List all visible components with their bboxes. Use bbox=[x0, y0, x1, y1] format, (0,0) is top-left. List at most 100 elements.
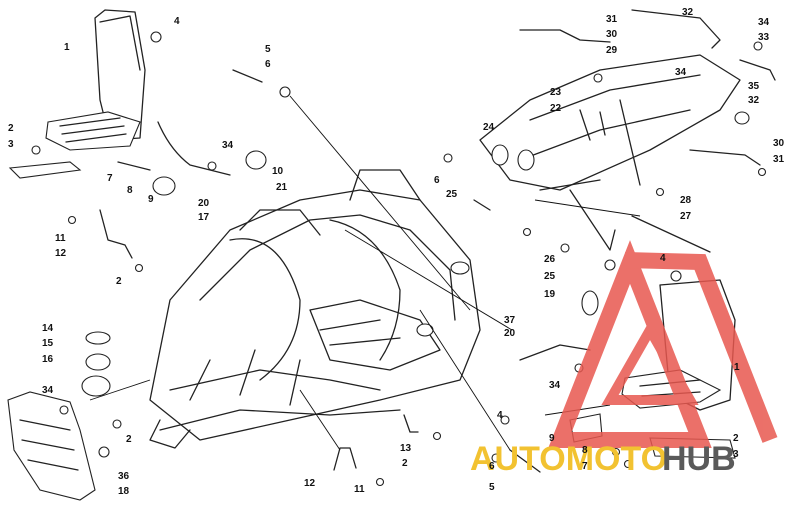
callout-number: 7 bbox=[107, 173, 113, 184]
callout-number: 37 bbox=[504, 315, 516, 326]
main-frame bbox=[149, 169, 481, 449]
callout-number: 20 bbox=[198, 198, 210, 209]
nut-6-b bbox=[443, 153, 453, 163]
bracket-31 bbox=[519, 29, 611, 43]
bearing-16 bbox=[81, 375, 111, 397]
callout-number: 14 bbox=[42, 323, 54, 334]
leader-frame-to-5 bbox=[419, 309, 511, 451]
bolt-2 bbox=[31, 145, 41, 155]
leader-frame-to-37 bbox=[344, 229, 513, 331]
bushing-9 bbox=[152, 176, 176, 196]
bolt-31 bbox=[757, 167, 767, 177]
callout-number: 34 bbox=[42, 385, 54, 396]
callout-number: 31 bbox=[773, 154, 785, 165]
callout-number: 11 bbox=[55, 233, 66, 244]
callout-number: 30 bbox=[773, 138, 785, 149]
callout-number: 29 bbox=[606, 45, 618, 56]
watermark-text-hub: HUB bbox=[662, 440, 736, 478]
nut-25 bbox=[604, 259, 616, 271]
bracket-32-b bbox=[739, 59, 776, 81]
callout-number: 30 bbox=[606, 29, 618, 40]
front-bumper bbox=[7, 391, 96, 501]
watermark-text-automoto: AUTOMOTO bbox=[470, 440, 667, 478]
bushing-24-a bbox=[491, 144, 509, 166]
callout-number: 8 bbox=[127, 185, 133, 196]
callout-number: 6 bbox=[489, 461, 495, 472]
pin-27 bbox=[631, 215, 711, 253]
bolt-2-c bbox=[112, 419, 122, 429]
callout-number: 2 bbox=[8, 123, 14, 134]
callout-number: 4 bbox=[174, 16, 180, 27]
bushing-19 bbox=[581, 290, 599, 316]
bolt-7 bbox=[117, 161, 151, 171]
callout-number: 32 bbox=[682, 7, 694, 18]
callout-number: 17 bbox=[198, 212, 210, 223]
callout-number: 18 bbox=[118, 486, 130, 497]
callout-number: 2 bbox=[116, 276, 122, 287]
nut-4-b bbox=[670, 270, 682, 282]
footwell-guard-left bbox=[45, 9, 146, 151]
callout-number: 23 bbox=[550, 87, 562, 98]
callout-number: 6 bbox=[265, 59, 271, 70]
washer-26 bbox=[522, 227, 532, 237]
callout-number: 34 bbox=[222, 140, 234, 151]
leader-frame-to-12 bbox=[299, 389, 341, 451]
callout-number: 13 bbox=[400, 443, 412, 454]
callout-number: 6 bbox=[434, 175, 440, 186]
callout-number: 5 bbox=[489, 482, 495, 493]
bolt-2-d bbox=[432, 431, 442, 441]
nut-4 bbox=[150, 31, 162, 43]
callout-number: 5 bbox=[265, 44, 271, 55]
callout-number: 31 bbox=[606, 14, 618, 25]
callout-number: 10 bbox=[272, 166, 284, 177]
callout-number: 36 bbox=[118, 471, 130, 482]
bolt-7-b bbox=[623, 459, 633, 469]
callout-number: 1 bbox=[734, 362, 740, 373]
bracket-37 bbox=[519, 344, 591, 361]
washer-8 bbox=[611, 447, 621, 457]
callout-number: 8 bbox=[582, 445, 588, 456]
callout-number: 3 bbox=[8, 139, 14, 150]
nut-6-c bbox=[491, 453, 501, 463]
nut-29 bbox=[593, 73, 603, 83]
callout-number: 26 bbox=[544, 254, 556, 265]
callout-number: 34 bbox=[549, 380, 561, 391]
callout-number: 28 bbox=[680, 195, 692, 206]
bolt-28 bbox=[655, 187, 665, 197]
snap-ring-14 bbox=[85, 331, 111, 345]
nut-34-a bbox=[207, 161, 217, 171]
callout-number: 9 bbox=[148, 194, 154, 205]
callout-number: 15 bbox=[42, 338, 54, 349]
callout-labels: 1423789341020172111122563130293234333435… bbox=[8, 7, 785, 497]
bolt-5 bbox=[232, 69, 263, 83]
bracket-13 bbox=[403, 414, 419, 433]
callout-number: 22 bbox=[550, 103, 562, 114]
bolt-11 bbox=[67, 215, 77, 225]
rack-support-32 bbox=[631, 9, 721, 49]
callout-number: 2 bbox=[733, 433, 739, 444]
callout-number: 1 bbox=[64, 42, 70, 53]
callout-number: 35 bbox=[748, 81, 760, 92]
callout-number: 34 bbox=[675, 67, 687, 78]
washer-4-b bbox=[500, 415, 510, 425]
callout-number: 27 bbox=[680, 211, 692, 222]
callout-number: 16 bbox=[42, 354, 54, 365]
callout-number: 25 bbox=[544, 271, 556, 282]
leader-to-27 bbox=[534, 199, 641, 217]
callout-number: 20 bbox=[504, 328, 516, 339]
bushing-35 bbox=[734, 111, 750, 125]
rear-subframe bbox=[479, 54, 741, 251]
callout-number: 12 bbox=[55, 248, 67, 259]
callout-number: 34 bbox=[758, 17, 770, 28]
bushing-10 bbox=[245, 150, 267, 170]
bearing-15 bbox=[85, 353, 111, 371]
nut-26 bbox=[560, 243, 570, 253]
leader-6-to-frame bbox=[289, 95, 471, 311]
callout-number: 2 bbox=[126, 434, 132, 445]
bolt-11-b bbox=[375, 477, 385, 487]
bracket-30 bbox=[689, 149, 761, 166]
callout-number: 4 bbox=[497, 410, 503, 421]
callout-number: 3 bbox=[733, 449, 739, 460]
